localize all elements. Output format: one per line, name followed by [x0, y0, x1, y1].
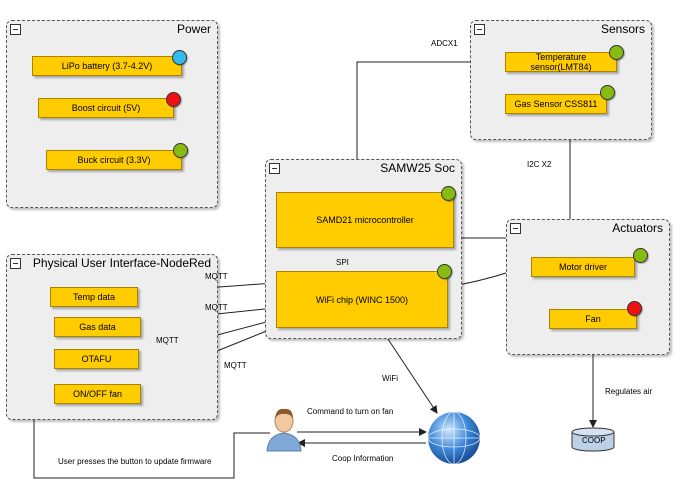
actuators-group-title: Actuators — [612, 221, 663, 235]
mqtt-label-2: MQTT — [205, 303, 228, 312]
status-dot-red — [627, 301, 642, 316]
ui-group: Physical User Interface-NodeRed — [6, 254, 218, 420]
spi-label: SPI — [336, 258, 349, 267]
status-dot-green — [609, 45, 624, 60]
status-dot-green — [173, 143, 188, 158]
actuators-group: Actuators — [506, 219, 670, 355]
coop-info-label: Coop Information — [332, 454, 394, 463]
ui-group-title: Physical User Interface-NodeRed — [32, 256, 211, 270]
globe-icon — [427, 411, 481, 465]
mqtt-label-4: MQTT — [224, 361, 247, 370]
command-label: Command to turn on fan — [307, 407, 394, 416]
samd21-box: SAMD21 microcontroller — [276, 192, 454, 248]
adcx1-label: ADCX1 — [431, 39, 458, 48]
sensors-group-title: Sensors — [600, 22, 645, 36]
collapse-icon[interactable] — [10, 24, 21, 35]
status-dot-blue — [172, 50, 187, 65]
sensors-group: Sensors — [470, 20, 652, 140]
coop-database-icon — [571, 427, 615, 452]
soc-group-title: SAMW25 Soc — [380, 161, 455, 175]
on-off-fan-button[interactable]: ON/OFF fan — [54, 384, 141, 404]
collapse-icon[interactable] — [10, 258, 21, 269]
wifi-chip-box: WiFi chip (WINC 1500) — [276, 271, 448, 328]
status-dot-green — [633, 248, 648, 263]
gas-data-button[interactable]: Gas data — [54, 317, 141, 337]
user-icon — [266, 408, 302, 452]
temperature-sensor-box: Temperature sensor(LMT84) — [505, 52, 617, 72]
firmware-label: User presses the button to update firmwa… — [58, 457, 212, 466]
status-dot-green — [441, 186, 456, 201]
status-dot-red — [166, 92, 181, 107]
buck-circuit-box: Buck circuit (3.3V) — [46, 150, 182, 170]
mqtt-label-3: MQTT — [156, 336, 179, 345]
collapse-icon[interactable] — [474, 24, 485, 35]
power-group-title: Power — [176, 22, 211, 36]
boost-circuit-box: Boost circuit (5V) — [38, 98, 174, 118]
i2c-label: I2C X2 — [527, 160, 552, 169]
regulates-air-label: Regulates air — [605, 387, 653, 396]
wifi-cloud-link — [379, 326, 438, 414]
gas-sensor-box: Gas Sensor CSS811 — [505, 94, 607, 114]
coop-label: COOP — [582, 436, 606, 445]
status-dot-green — [437, 264, 452, 279]
temp-data-button[interactable]: Temp data — [50, 287, 138, 307]
mqtt-label-1: MQTT — [205, 272, 228, 281]
collapse-icon[interactable] — [510, 223, 521, 234]
wifi-label: WiFi — [382, 374, 398, 383]
status-dot-green — [600, 85, 615, 100]
collapse-icon[interactable] — [269, 163, 280, 174]
adc-link — [353, 61, 505, 191]
motor-driver-box: Motor driver — [531, 257, 635, 277]
fan-box: Fan — [549, 309, 637, 329]
otafu-button[interactable]: OTAFU — [54, 349, 139, 369]
lipo-battery-box: LiPo battery (3.7-4.2V) — [32, 56, 182, 76]
